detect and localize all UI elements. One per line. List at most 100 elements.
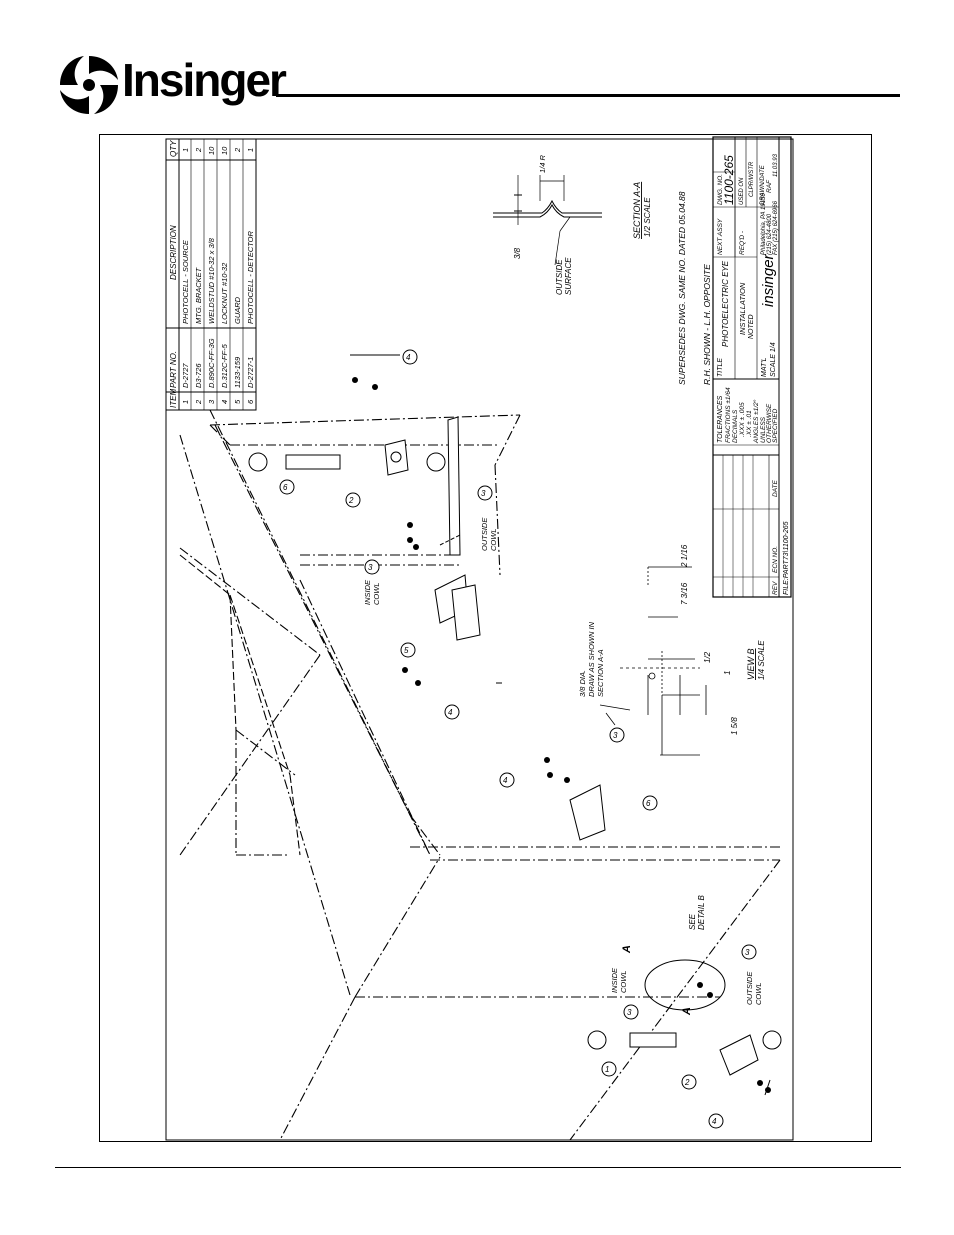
callout-balloon: 4 <box>708 1113 724 1129</box>
reqd-label: REQ'D - <box>739 230 746 255</box>
hardware-upper <box>352 377 421 686</box>
dim-view-b-2: 2 1/16 <box>680 544 689 568</box>
svg-text:3: 3 <box>613 731 618 740</box>
file-path: FILE:PART73\1100-265 <box>783 521 790 595</box>
drawing-subtitle: INSTALLATION <box>738 282 747 335</box>
svg-text:3: 3 <box>368 563 373 572</box>
outside-cowl-label: OUTSIDE <box>480 517 489 551</box>
row-item: 6 <box>246 399 255 404</box>
see-detail-label: DETAIL B <box>697 895 706 930</box>
col-description: DESCRIPTION <box>169 225 178 280</box>
row-desc: MTG. BRACKET <box>194 266 203 324</box>
row-desc: LOCKNUT #10-32 <box>220 262 229 324</box>
dim-section-depth: 3/8 <box>513 247 522 259</box>
svg-text:6: 6 <box>646 799 651 808</box>
callout-balloon: 3 <box>477 485 493 501</box>
col-item: ITEM <box>169 389 178 408</box>
inside-cowl-label: INSIDE <box>610 967 619 993</box>
parts-table: ITEM PART NO. DESCRIPTION QTY 1 D-2727 P… <box>165 138 257 411</box>
drawing-title: PHOTOELECTRIC EYE <box>721 260 730 347</box>
row-item: 3 <box>207 399 216 404</box>
col-qty: QTY <box>169 140 178 157</box>
title-block: TOLERANCES FRACTIONS ±1/64 DECIMALS .XXX… <box>712 136 792 598</box>
date-label: DATE <box>772 479 779 497</box>
dim-section-width: 1/4 R <box>538 154 547 173</box>
row-qty: 10 <box>220 146 229 155</box>
drawn-label: DRAWN/DATE <box>760 164 766 205</box>
callouts: 4 6 2 3 3 5 4 3 4 6 3 3 1 2 4 <box>279 349 757 1129</box>
svg-text:6: 6 <box>283 483 288 492</box>
row-part: 1133-159 <box>233 356 242 388</box>
scale-label: SCALE 1/4 <box>770 342 777 377</box>
row-item: 5 <box>233 399 242 404</box>
outside-cowl-label: OUTSIDE <box>745 971 754 1005</box>
callout-balloon: 4 <box>499 772 515 788</box>
outside-surface-label: SURFACE <box>564 257 573 295</box>
row-qty: 10 <box>207 146 216 155</box>
brand-name: Insinger <box>122 54 287 106</box>
callout-balloon: 2 <box>345 492 361 508</box>
svg-text:3: 3 <box>745 948 750 957</box>
upper-assembly <box>248 354 502 684</box>
callout-balloon: 2 <box>681 1074 697 1090</box>
section-marker-a: A <box>621 945 633 954</box>
row-item: 4 <box>220 400 229 404</box>
row-part: D-2727 <box>181 363 190 388</box>
installation-drawing: ITEM PART NO. DESCRIPTION QTY 1 D-2727 P… <box>165 136 794 1141</box>
tol-line: DECIMALS <box>732 409 739 443</box>
view-b-scale: 1/4 SCALE <box>757 640 766 680</box>
tol-line: .XXX ± .005 <box>739 402 746 437</box>
svg-text:3: 3 <box>627 1008 632 1017</box>
address: Philadelphia, PA 19136 <box>761 193 767 255</box>
svg-text:2: 2 <box>348 496 354 505</box>
row-part: D.890C-FF-3G <box>207 338 216 388</box>
row-item: 1 <box>181 400 190 404</box>
col-part-no: PART NO. <box>169 351 178 388</box>
page-header: Insinger <box>0 0 954 120</box>
row-part: D.312C-FF-5 <box>220 343 229 388</box>
row-desc: GUARD <box>233 296 242 324</box>
used-on-value: CLPR/WSTR <box>749 161 755 197</box>
dim-view-b-1: 7 3/16 <box>680 582 689 605</box>
svg-text:4: 4 <box>448 708 453 717</box>
svg-text:4: 4 <box>712 1117 717 1126</box>
dwg-no: 1100-265 <box>722 155 736 205</box>
row-part: D3-726 <box>194 363 203 388</box>
tol-line: UNLESS <box>760 416 767 443</box>
tol-line: ANGLES ±1/2° <box>752 399 760 444</box>
tol-label: TOLERANCES <box>717 395 724 443</box>
see-detail-label: SEE <box>688 913 697 930</box>
dim-view-b-5: 1 5/8 <box>730 717 739 735</box>
rh-shown-note: R.H. SHOWN - L.H. OPPOSITE <box>702 264 712 385</box>
section-aa-detail <box>493 175 602 266</box>
hole-note: 3/8 DIA. <box>578 670 587 697</box>
section-aa-scale: 1/2 SCALE <box>643 197 652 237</box>
svg-text:2: 2 <box>684 1078 690 1087</box>
row-qty: 1 <box>246 148 255 152</box>
callout-balloon: 3 <box>364 559 380 575</box>
outside-cowl-label: COWL <box>754 983 763 1006</box>
drawn-by: RAF <box>766 179 773 193</box>
row-desc: PHOTOCELL - SOURCE <box>181 239 190 324</box>
callout-balloon: 3 <box>623 1004 639 1020</box>
drawing-frame: ITEM PART NO. DESCRIPTION QTY 1 D-2727 P… <box>99 134 872 1142</box>
rev-label: REV <box>772 581 779 595</box>
inner-border <box>165 138 794 1141</box>
callout-balloon: 4 <box>444 704 460 720</box>
dim-view-b-4: 1 <box>723 671 732 675</box>
address: (215) 624-4800 <box>767 213 773 255</box>
row-desc: WELDSTUD #10-32 x 3/8 <box>207 237 216 324</box>
section-marker-a: A <box>681 1007 693 1016</box>
drawn-date: 11.03.93 <box>773 153 779 177</box>
next-assy-label: NEXT ASSY <box>717 218 724 255</box>
callout-balloon: 3 <box>741 944 757 960</box>
header-rule <box>276 94 900 97</box>
used-on-label: USED ON <box>739 177 745 205</box>
tol-line: FRACTIONS ±1/64 <box>725 387 732 443</box>
box-outline <box>179 554 301 856</box>
title-label: TITLE <box>717 358 724 377</box>
svg-text:4: 4 <box>406 353 411 362</box>
guard-bracket <box>451 584 606 841</box>
insinger-logo-icon <box>60 56 118 114</box>
ecn-label: ECN NO. <box>772 546 779 573</box>
